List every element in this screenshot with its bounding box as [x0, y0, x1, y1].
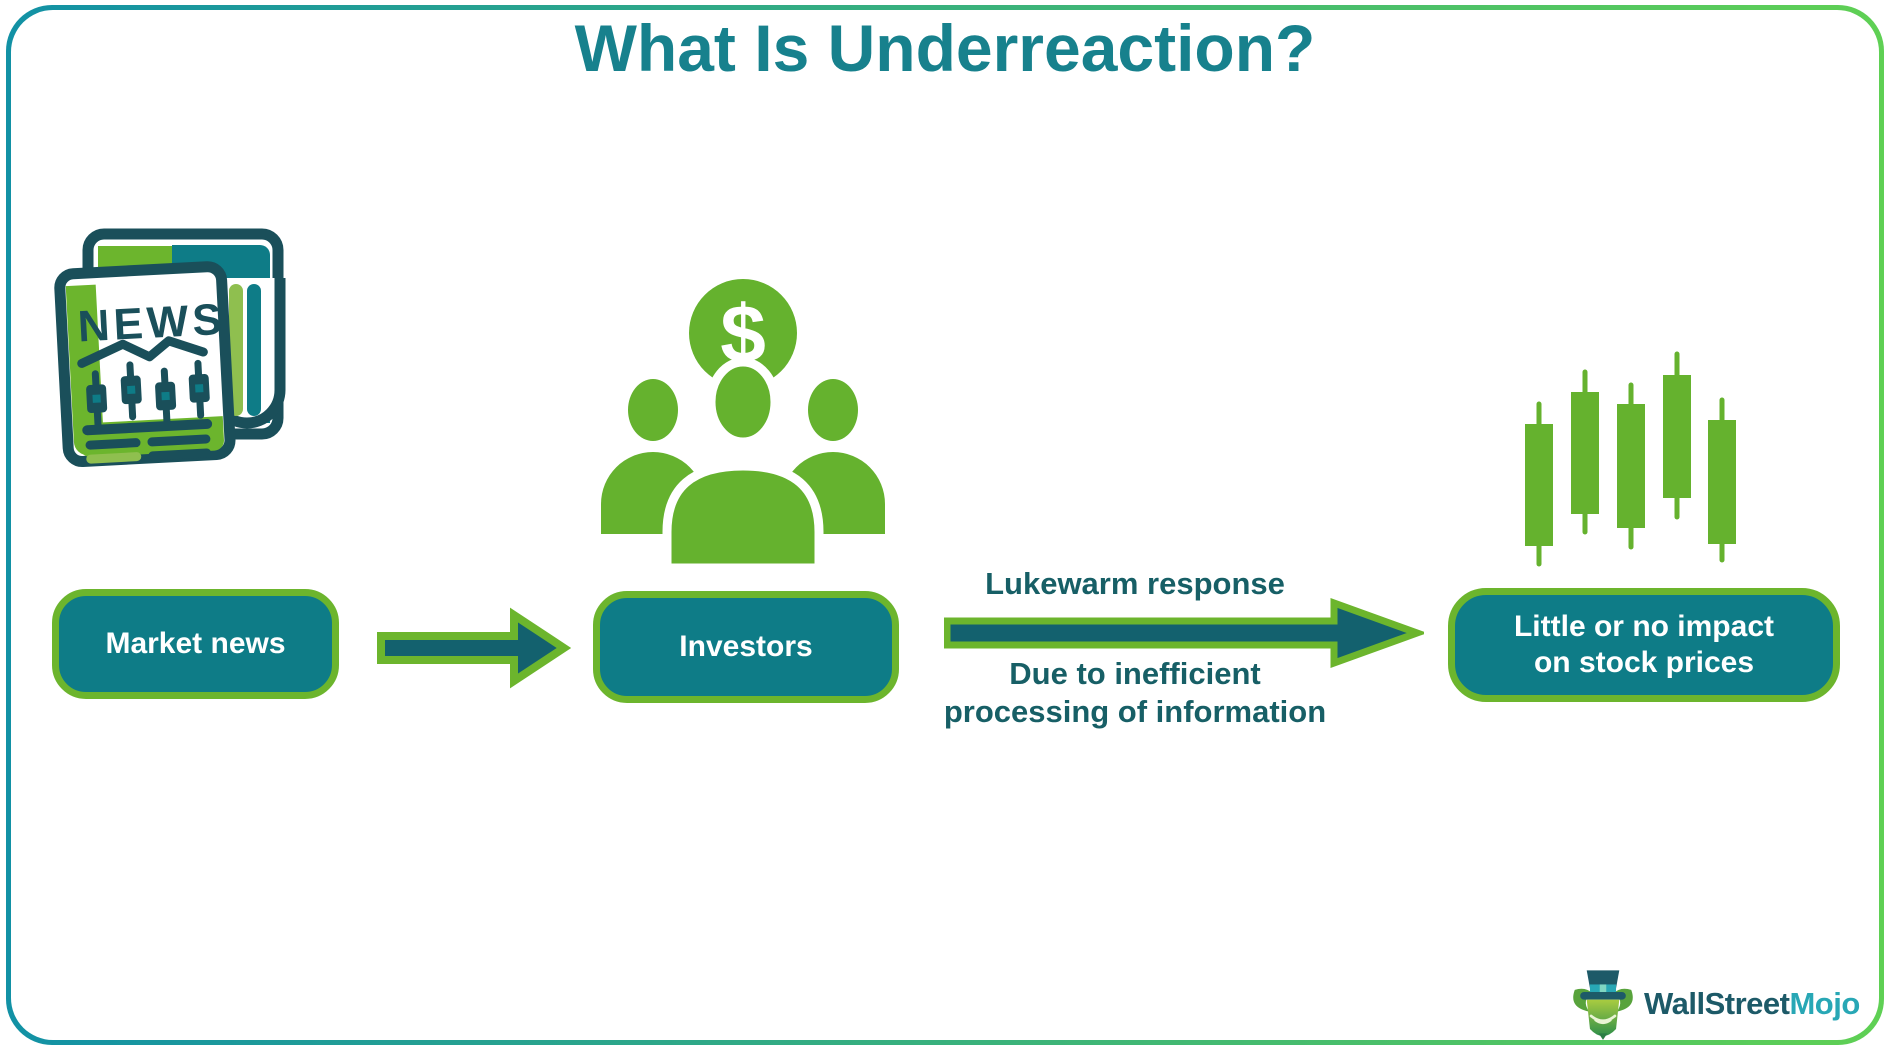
newspaper-icon: NEWS [54, 228, 286, 468]
long-arrow-right-icon [944, 598, 1424, 668]
step-investors: Investors [593, 591, 899, 703]
arrow-right-icon [377, 607, 571, 689]
step-market-news-label: Market news [105, 627, 286, 660]
investors-icon: $ [601, 279, 885, 571]
candlestick-chart-icon [1525, 351, 1736, 567]
arrow-label-bottom: Due to inefficient processing of informa… [943, 656, 1327, 729]
step-market-news: Market news [52, 589, 339, 699]
content-area [11, 10, 1879, 1040]
step-investors-label: Investors [679, 630, 813, 663]
news-headline-text: NEWS [77, 295, 227, 352]
dollar-circle [689, 279, 797, 387]
arrow-label-top: Lukewarm response [985, 566, 1285, 601]
bull-mascot-icon [1573, 970, 1633, 1040]
wallstreetmojo-logo: WallStreetMojo [1568, 966, 1860, 1042]
gradient-border-frame [6, 5, 1884, 1045]
step-impact-label: Little or no impact on stock prices [1513, 610, 1774, 679]
page-title: What Is Underreaction? [574, 11, 1316, 85]
step-impact: Little or no impact on stock prices [1448, 588, 1840, 702]
logo-wordmark: WallStreetMojo [1644, 986, 1860, 1021]
